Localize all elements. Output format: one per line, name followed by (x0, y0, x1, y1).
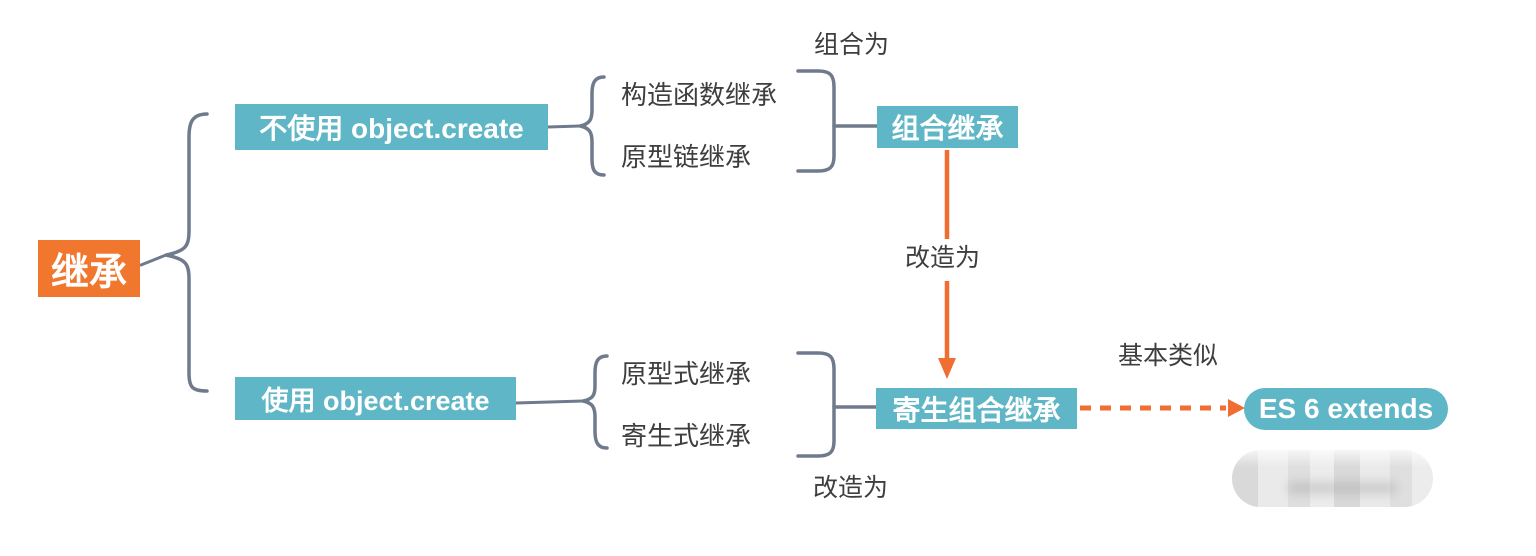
leaf-parasitic-inheritance[interactable]: 寄生式继承 (621, 421, 752, 451)
label-combine-as: 组合为 (814, 31, 890, 59)
node-without-object-create[interactable]: 不使用 object.create (235, 104, 548, 150)
root-brace (165, 112, 209, 393)
similarity-arrowhead (1228, 399, 1245, 417)
bottom-collector-bracket (796, 351, 836, 458)
leaf-constructor-inheritance[interactable]: 构造函数继承 (621, 80, 778, 110)
label-transform-to: 改造为 (905, 244, 981, 272)
blurred-watermark-pill (1232, 450, 1433, 507)
top-branch-connector-line (546, 124, 582, 129)
transform-arrowhead (938, 358, 956, 379)
root-node-inheritance[interactable]: 继承 (38, 240, 140, 297)
label-basically-similar: 基本类似 (1118, 342, 1219, 370)
bottom-branch-connector-line (514, 399, 585, 405)
leaf-prototypal-inheritance[interactable]: 原型式继承 (621, 359, 752, 389)
top-collector-bracket (796, 69, 836, 173)
bottom-small-brace (582, 354, 609, 450)
root-connector-line (139, 253, 168, 267)
node-combination-inheritance[interactable]: 组合继承 (877, 106, 1018, 148)
node-es6-extends[interactable]: ES 6 extends (1244, 388, 1448, 430)
top-small-brace (579, 75, 606, 177)
label-bottom-transform-to: 改造为 (813, 474, 889, 502)
leaf-prototype-chain-inheritance[interactable]: 原型链继承 (621, 142, 752, 172)
node-parasitic-combination-inheritance[interactable]: 寄生组合继承 (876, 388, 1077, 429)
node-with-object-create[interactable]: 使用 object.create (235, 377, 516, 420)
